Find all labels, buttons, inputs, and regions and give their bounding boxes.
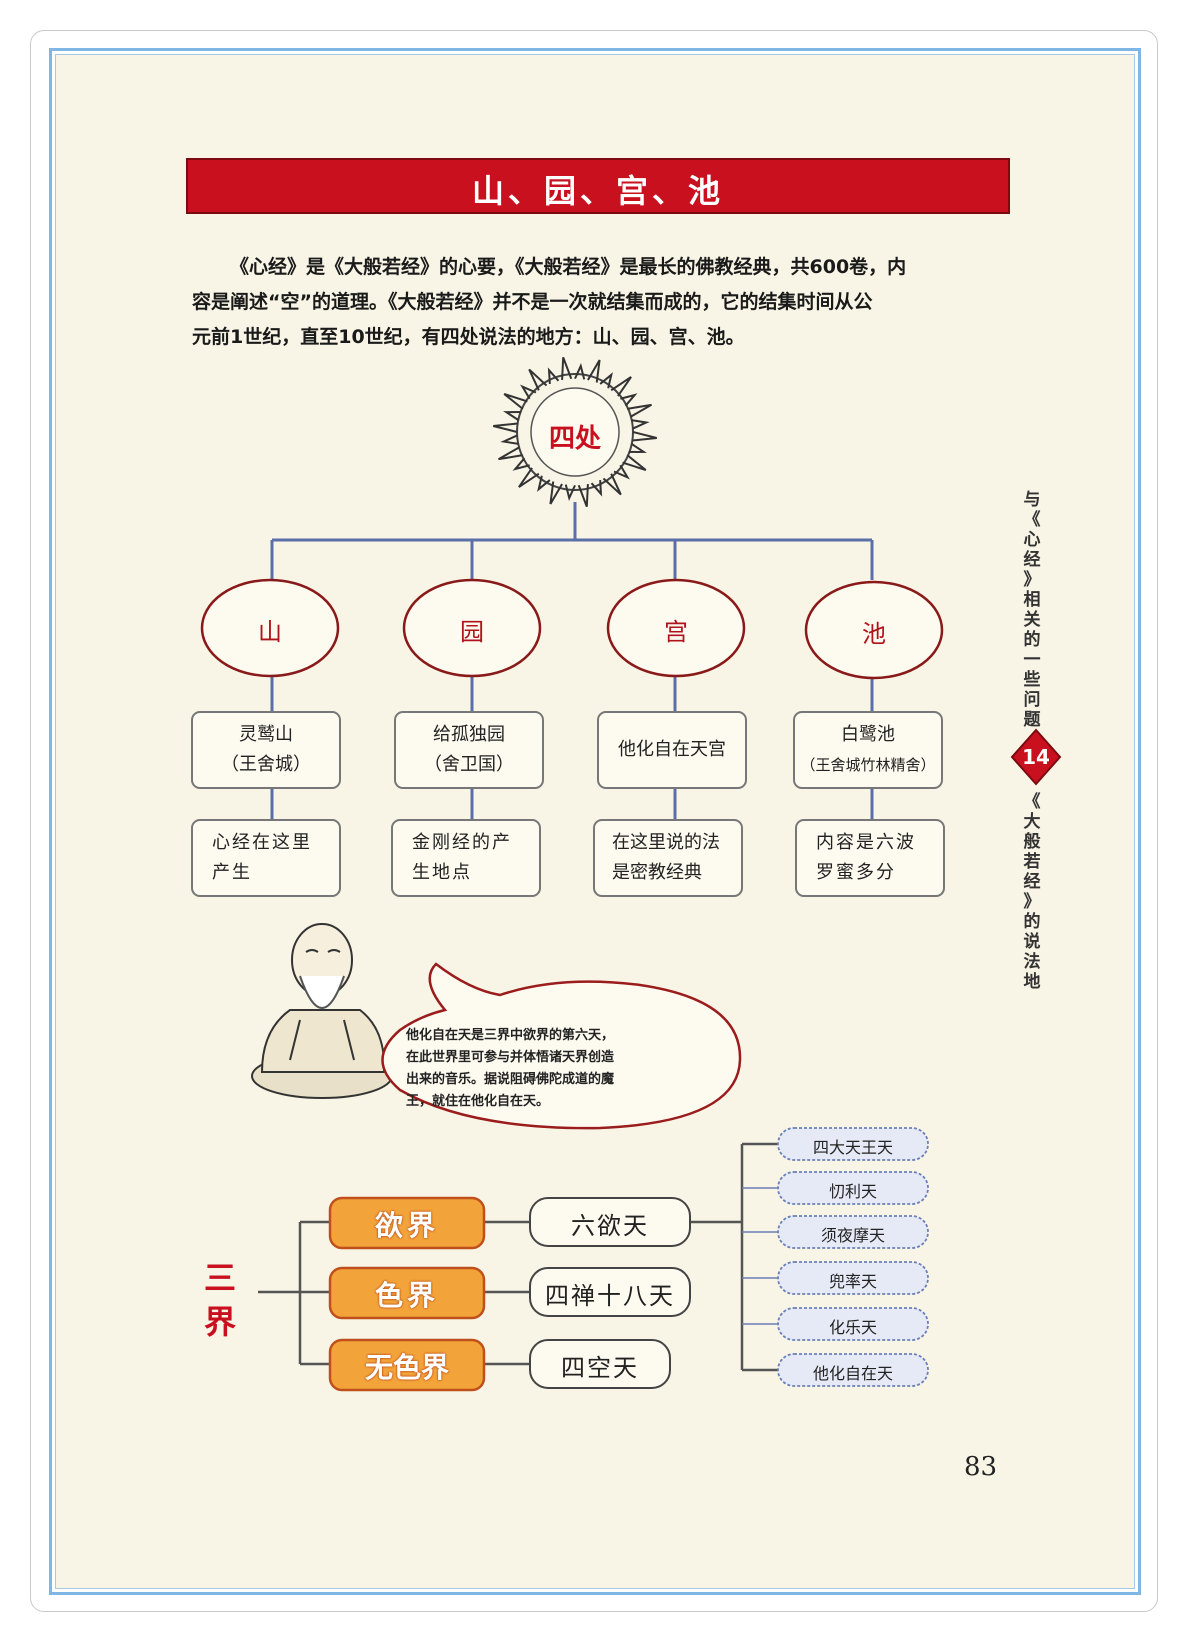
sun-ray [564,484,576,502]
oval-yuan [402,578,542,678]
sunburst-icon [493,356,657,508]
desc-boxes [191,819,945,897]
six-heaven-6: 他化自在天 [812,1364,893,1383]
six-heaven-5: 化乐天 [828,1318,877,1337]
sun-ray [498,446,523,461]
sun-ray [613,464,630,480]
six-heaven-1: 四大天王天 [812,1138,893,1157]
monk-figure-icon [251,923,393,1099]
realm-label-se: 色界 [374,1279,439,1312]
realm-connectors [258,1142,778,1372]
oval-nodes [200,578,944,680]
chapter-number: 14 [1022,745,1050,769]
desc-box-chi [795,819,945,897]
six-heaven-2: 忉利天 [828,1182,877,1201]
six-heaven-3: 须夜摩天 [820,1226,885,1245]
sidebar-chapter-title: 《 大 般 若 经 》 的 说 法 地 [1023,792,1041,992]
sidebar-section-title: 与 《 心 经 》 相 关 的 一 些 问 题 [1023,490,1041,730]
sun-ray [602,473,622,496]
sun-ray [631,419,650,430]
blue-frame [49,48,1141,1595]
place-box-chi [793,711,943,789]
oval-label-chi: 池 [862,620,886,648]
place-text-chi: 白鹭池 （王舍城竹林精舍） [800,724,936,774]
place-text-shan: 灵鹫山 （王舍城） [221,724,311,775]
desc-text-chi: 内容是六波 罗蜜多分 [816,832,916,883]
chapter-badge [1010,728,1062,786]
sun-ray [628,443,647,454]
intro-line: 《心经》是《大般若经》的心要，《大般若经》是最长的佛教经典，共600卷，内 [230,256,907,278]
sun-ray [549,481,563,505]
oval-chi [804,580,944,680]
sun-ray [528,368,548,391]
sun-ray [561,356,573,381]
heaven-label-sikong: 四空天 [561,1354,639,1382]
speech-bubble [381,962,742,1130]
sun-ray [577,483,589,508]
realm-boxes [328,1196,486,1392]
page-title: 山、园、宫、池 [471,172,724,210]
desc-box-yuan [391,819,541,897]
oval-gong [606,578,746,678]
sun-ray [493,422,518,433]
realm-box-wuse [328,1338,486,1392]
sun-ray [518,467,540,488]
speech-text: 他化自在天是三界中欲界的第六天， 在此世界里可参与并体悟诸天界创造 出来的音乐。… [406,1028,615,1109]
realm-box-yu [328,1196,486,1250]
place-box-yuan [394,711,544,789]
six-heaven-pills [777,1127,929,1387]
sun-ray [590,480,603,497]
desc-text-shan: 心经在这里 产生 [212,832,312,883]
sun-ray [503,410,522,421]
sanjie-label: 三 界 [203,1259,236,1341]
desc-text-yuan: 金刚经的产 生地点 [412,832,512,883]
sun-ray [547,367,560,384]
sun-ray [632,431,657,442]
place-box-shan [191,711,341,789]
intro-paragraph: 《心经》是《大般若经》的心要，《大般若经》是最长的佛教经典，共600卷，内 容是… [192,250,992,355]
sun-ray [599,372,613,389]
place-boxes [191,711,943,789]
heaven-box-sichan [529,1267,691,1317]
realm-label-wuse: 无色界 [364,1351,449,1384]
desc-box-shan [191,819,341,897]
place-text-gong: 他化自在天宫 [618,739,726,760]
sun-ray [622,454,647,472]
sun-ray [520,384,537,400]
heaven-box-sikong [529,1339,671,1389]
heaven-boxes [529,1197,691,1389]
heaven-label-sichan: 四禅十八天 [545,1282,675,1310]
desc-text-gong: 在这里说的法 是密教经典 [612,832,720,883]
oval-shan [200,578,340,678]
sun-ray [627,403,652,418]
title-banner: 山、园、宫、池 [186,158,1010,214]
oval-label-yuan: 园 [460,618,484,646]
top-node-label: 四处 [548,424,601,454]
sun-ray [574,362,586,380]
sun-ray [500,434,519,445]
realm-box-se [328,1266,486,1320]
intro-line: 容是阐述“空”的道理。《大般若经》并不是一次就结集而成的，它的结集时间从公 [192,291,873,313]
tree-connectors [270,502,874,820]
desc-box-gong [593,819,743,897]
place-box-gong [597,711,747,789]
six-heaven-4: 兜率天 [828,1272,877,1291]
heaven-label-liuyu: 六欲天 [571,1212,649,1240]
intro-line: 元前1世纪，直至10世纪，有四处说法的地方：山、园、宫、池。 [192,326,745,348]
oval-label-shan: 山 [258,618,282,646]
sun-ray [587,359,601,383]
oval-label-gong: 宫 [664,618,688,646]
sun-ray [537,475,551,492]
sun-ray [620,393,638,407]
page-number: 83 [964,1452,998,1482]
sun-ray [610,376,632,397]
sun-ray [512,457,530,471]
sun-ray [503,392,528,410]
place-text-yuan: 给孤独园 （舍卫国） [424,724,514,775]
realm-label-yu: 欲界 [374,1209,439,1242]
heaven-box-liuyu [529,1197,691,1247]
six-heaven-connectors [742,1187,778,1325]
